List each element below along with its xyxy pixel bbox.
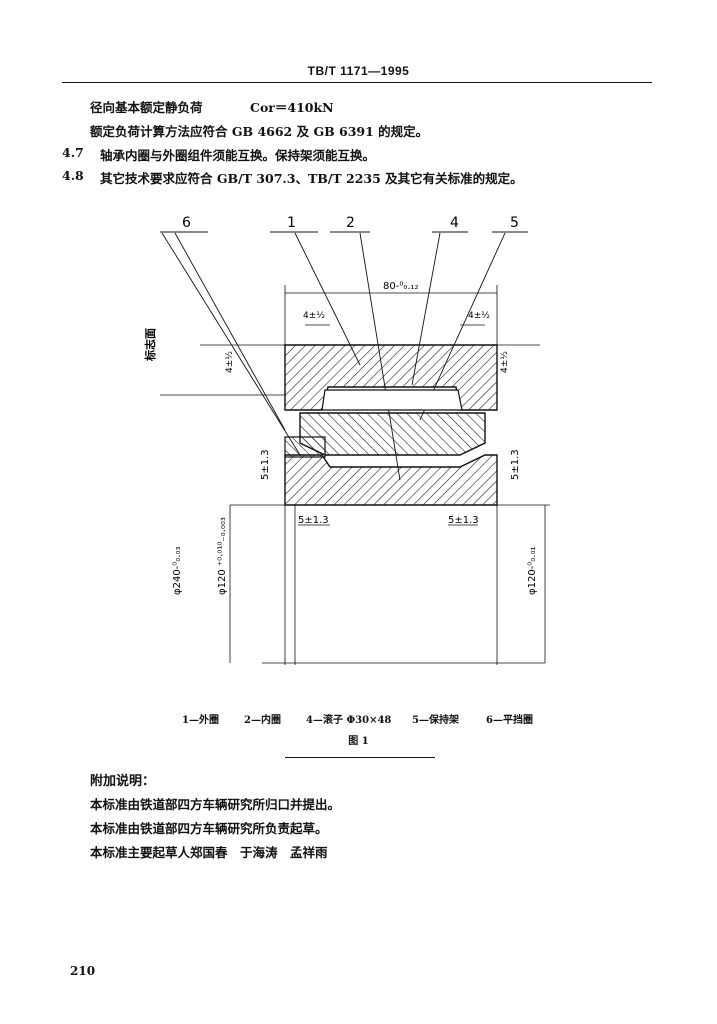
static-load-label: 径向基本额定静负荷 xyxy=(90,100,203,115)
figure-rule xyxy=(285,757,435,758)
note-line: 本标准由铁道部四方车辆研究所归口并提出。 xyxy=(90,797,341,812)
static-load-value: Cor＝410kN xyxy=(250,100,334,115)
marker-face-label: 标志面 xyxy=(143,328,157,362)
callout-5: 5 xyxy=(510,215,519,231)
dim-bottom-left: 5±1.3 xyxy=(298,515,329,526)
header-rule xyxy=(62,82,652,83)
figure-title: 图 1 xyxy=(348,736,369,747)
item-number: 4.7 xyxy=(62,145,84,160)
callout-4: 4 xyxy=(450,215,459,231)
dim-dia-right: φ120-⁰₀.₀₁ xyxy=(527,546,538,595)
callout-1: 1 xyxy=(287,215,296,231)
standard-number: TB/T 1171—1995 xyxy=(307,64,410,78)
dim-dia-bore: φ120 ⁺⁰·⁰¹⁰₋₀.₀₀₃ xyxy=(217,517,228,595)
item-text: 其它技术要求应符合 GB/T 307.3、TB/T 2235 及其它有关标准的规… xyxy=(100,171,523,186)
page-number: 210 xyxy=(70,964,96,978)
dim-side-right: 4±½ xyxy=(500,351,510,373)
dim-width: 80-⁰₀.₁₂ xyxy=(383,281,419,292)
notes-title: 附加说明： xyxy=(90,774,156,789)
cage xyxy=(321,389,463,411)
bearing-section-drawing: 6 1 2 4 5 xyxy=(143,215,550,665)
dim-bottom-right: 5±1.3 xyxy=(448,515,479,526)
legend-item: 5—保持架 xyxy=(412,715,459,726)
dim-side-left: 4±½ xyxy=(225,351,235,373)
note-line: 本标准由铁道部四方车辆研究所负责起草。 xyxy=(90,821,328,836)
outer-ring xyxy=(284,344,498,411)
flat-collar xyxy=(284,436,326,458)
dim-tol-left: 4±½ xyxy=(303,311,325,321)
calc-method-text: 额定负荷计算方法应符合 GB 4662 及 GB 6391 的规定。 xyxy=(90,124,429,139)
dim-height-left: 5±1.3 xyxy=(260,449,271,480)
legend-item: 2—内圈 xyxy=(244,715,281,726)
extension-lines xyxy=(160,285,550,665)
callout-2: 2 xyxy=(346,215,355,231)
dim-tol-right: 4±½ xyxy=(468,311,490,321)
legend-item: 1—外圈 xyxy=(182,715,219,726)
callout-6: 6 xyxy=(182,215,191,231)
top-dimension xyxy=(285,292,497,326)
note-line: 本标准主要起草人郑国春 于海涛 孟祥雨 xyxy=(90,845,328,860)
item-number: 4.8 xyxy=(62,168,84,183)
legend-item: 4—滚子 Φ30×48 xyxy=(306,715,392,726)
dim-dia-outer: φ240-⁰₀.₀₃ xyxy=(172,546,183,595)
item-text: 轴承内圈与外圈组件须能互换。保持架须能互换。 xyxy=(100,148,376,163)
inner-ring xyxy=(284,454,498,506)
dim-height-right: 5±1.3 xyxy=(510,449,521,480)
legend-item: 6—平挡圈 xyxy=(486,715,533,726)
roller xyxy=(299,412,486,456)
